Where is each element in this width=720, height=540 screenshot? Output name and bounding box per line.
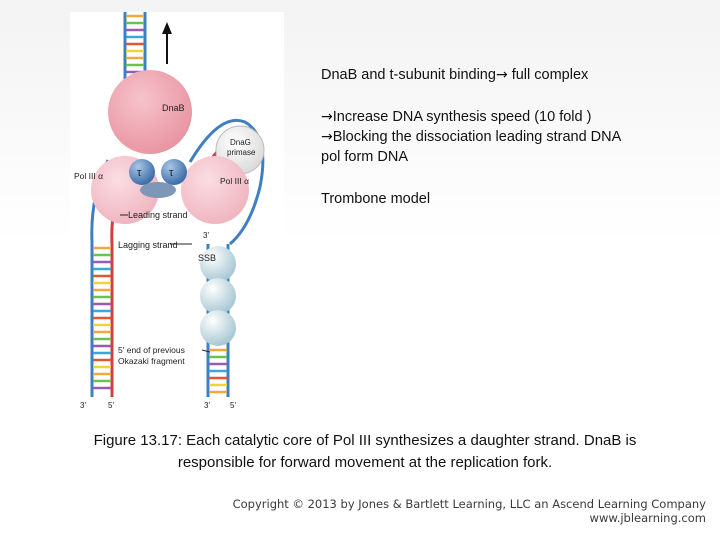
copyright-notice: Copyright © 2013 by Jones & Bartlett Lea…: [233, 497, 706, 525]
clamp-loader-body: [140, 182, 176, 198]
replication-fork-diagram: DnaB DnaG primase τ τ Pol III α Pol III: [74, 12, 265, 410]
dnab-label: DnaB: [162, 103, 185, 113]
description-line-3: →Blocking the dissociation leading stran…: [321, 127, 691, 147]
leading-strand-label: Leading strand: [128, 210, 188, 220]
binding-suffix: full complex: [507, 67, 589, 83]
okazaki-label-line1: 5' end of previous: [118, 345, 185, 355]
primase-label: primase: [227, 148, 256, 157]
ssb-protein-3: [200, 310, 236, 346]
tau-label-right: τ: [169, 167, 174, 179]
description-text: DnaB and t-subunit binding→ full complex…: [321, 65, 691, 209]
speed-text: Increase DNA synthesis speed (10 fold ): [332, 109, 592, 125]
left-5prime-label: 5': [108, 401, 114, 410]
description-line-1: DnaB and t-subunit binding→ full complex: [321, 65, 691, 85]
blocking-text: Blocking the dissociation leading strand…: [332, 129, 622, 145]
tau-label-left: τ: [137, 167, 142, 179]
tau-subunit-right: [161, 159, 187, 185]
arrow-icon: →: [495, 67, 508, 83]
okazaki-pointer: [201, 349, 211, 353]
tau-subunit-left: [129, 159, 155, 185]
binding-text: DnaB and t-subunit binding: [321, 67, 496, 83]
dnab-helicase: [108, 70, 192, 154]
right-5prime-label: 5': [230, 401, 236, 410]
caption-line-1: Figure 13.17: Each catalytic core of Pol…: [93, 432, 637, 449]
lagging-strand-label: Lagging strand: [118, 240, 178, 250]
figure-caption: Figure 13.17: Each catalytic core of Pol…: [60, 430, 670, 474]
replication-fork-figure: DnaB DnaG primase τ τ Pol III α Pol III: [70, 12, 284, 412]
copyright-line-2: www.jblearning.com: [589, 511, 706, 525]
ssb-label: SSB: [198, 253, 216, 263]
trombone-model-text: Trombone model: [321, 191, 431, 207]
ssb-protein-1: [200, 246, 236, 282]
pol-iii-left-label: Pol III α: [74, 171, 103, 181]
three-prime-label-mid: 3': [203, 231, 209, 240]
pol-iii-right-label: Pol III α: [220, 176, 249, 186]
okazaki-label-line2: Okazaki fragment: [118, 356, 185, 366]
arrow-icon: →: [321, 129, 333, 145]
arrowhead-icon: [162, 22, 172, 34]
copyright-line-1: Copyright © 2013 by Jones & Bartlett Lea…: [232, 497, 706, 511]
arrow-icon: →: [321, 109, 333, 125]
ssb-protein-2: [200, 278, 236, 314]
description-line-4: pol form DNA: [321, 149, 409, 165]
caption-line-2: responsible for forward movement at the …: [177, 454, 553, 471]
pol-iii-core-right: [181, 156, 249, 224]
right-3prime-label: 3': [204, 401, 210, 410]
left-3prime-label: 3': [80, 401, 86, 410]
dnag-label: DnaG: [230, 138, 251, 147]
description-line-2: →Increase DNA synthesis speed (10 fold ): [321, 107, 691, 127]
